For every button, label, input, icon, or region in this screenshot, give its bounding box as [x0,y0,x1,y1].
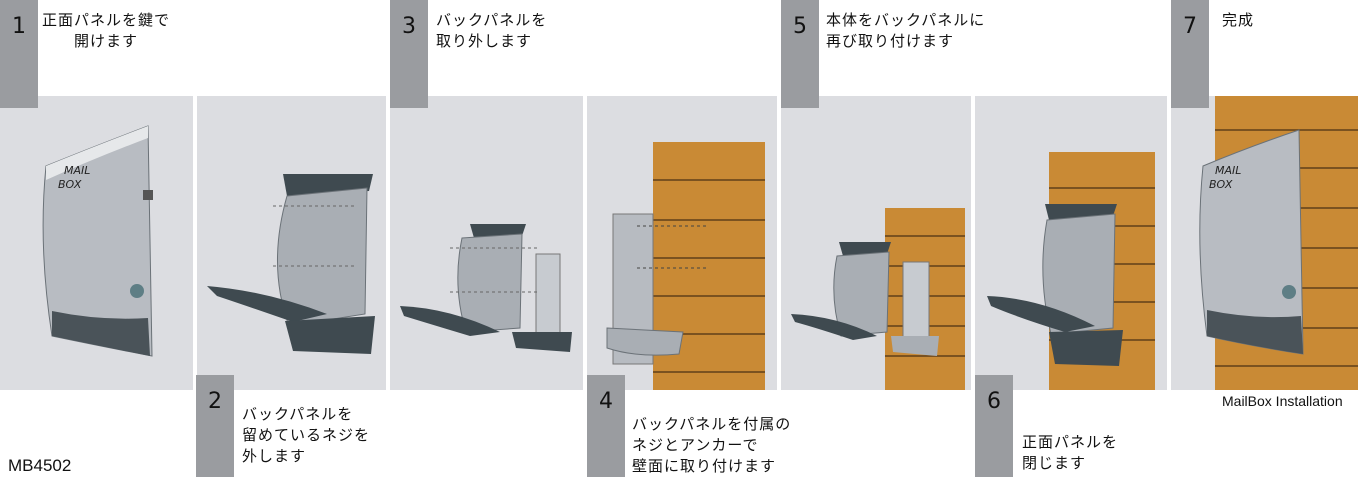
step3-caption: バックパネルを 取り外します [436,11,548,50]
reattach-body-illustration [791,208,965,390]
step5-panel [781,96,971,390]
step6-tab: 6 [975,375,1013,477]
model-number: MB4502 [8,456,72,475]
step6-caption: 正面パネルを 閉じます [1022,433,1119,472]
step7-number: 7 [1183,14,1197,39]
installation-label: MailBox Installation [1222,393,1343,409]
step1-caption: 正面パネルを鍵で 開けます [42,11,171,50]
step4-caption: バックパネルを付属の ネジとアンカーで 壁面に取り付けます [632,415,792,475]
step5-caption: 本体をバックパネルに 再び取り付けます [826,11,986,50]
step4-number: 4 [599,389,613,414]
step5-number: 5 [793,14,807,39]
completed-mailbox-illustration: MAIL BOX [1199,96,1358,390]
step4-tab: 4 [587,375,625,477]
step2-panel [197,96,386,390]
step7-panel: MAIL BOX [1171,96,1358,390]
box-label-final: BOX [1209,178,1233,191]
step3-panel [390,96,583,390]
step5-tab: 5 [781,0,819,108]
step1-tab: 1 [0,0,38,108]
step2-tab: 2 [196,375,234,477]
step1-number: 1 [12,14,26,39]
step2-number: 2 [208,389,222,414]
step7-caption: 完成 [1222,11,1255,29]
step7-tab: 7 [1171,0,1209,108]
open-mailbox-illustration [207,174,375,354]
step6-panel [975,96,1167,390]
step1-panel: MAIL BOX [0,96,193,390]
mail-label-final: MAIL [1215,164,1241,177]
step4-panel [587,96,777,390]
mail-label: MAIL [64,164,90,177]
removed-backpanel-illustration [400,224,572,352]
close-front-panel-illustration [987,152,1155,390]
wall-backpanel-illustration [606,142,765,390]
step2-caption: バックパネルを 留めているネジを 外します [242,405,371,465]
box-label: BOX [58,178,82,191]
step6-number: 6 [987,389,1001,414]
step3-tab: 3 [390,0,428,108]
step3-number: 3 [402,14,416,39]
closed-mailbox-illustration: MAIL BOX [42,125,153,357]
